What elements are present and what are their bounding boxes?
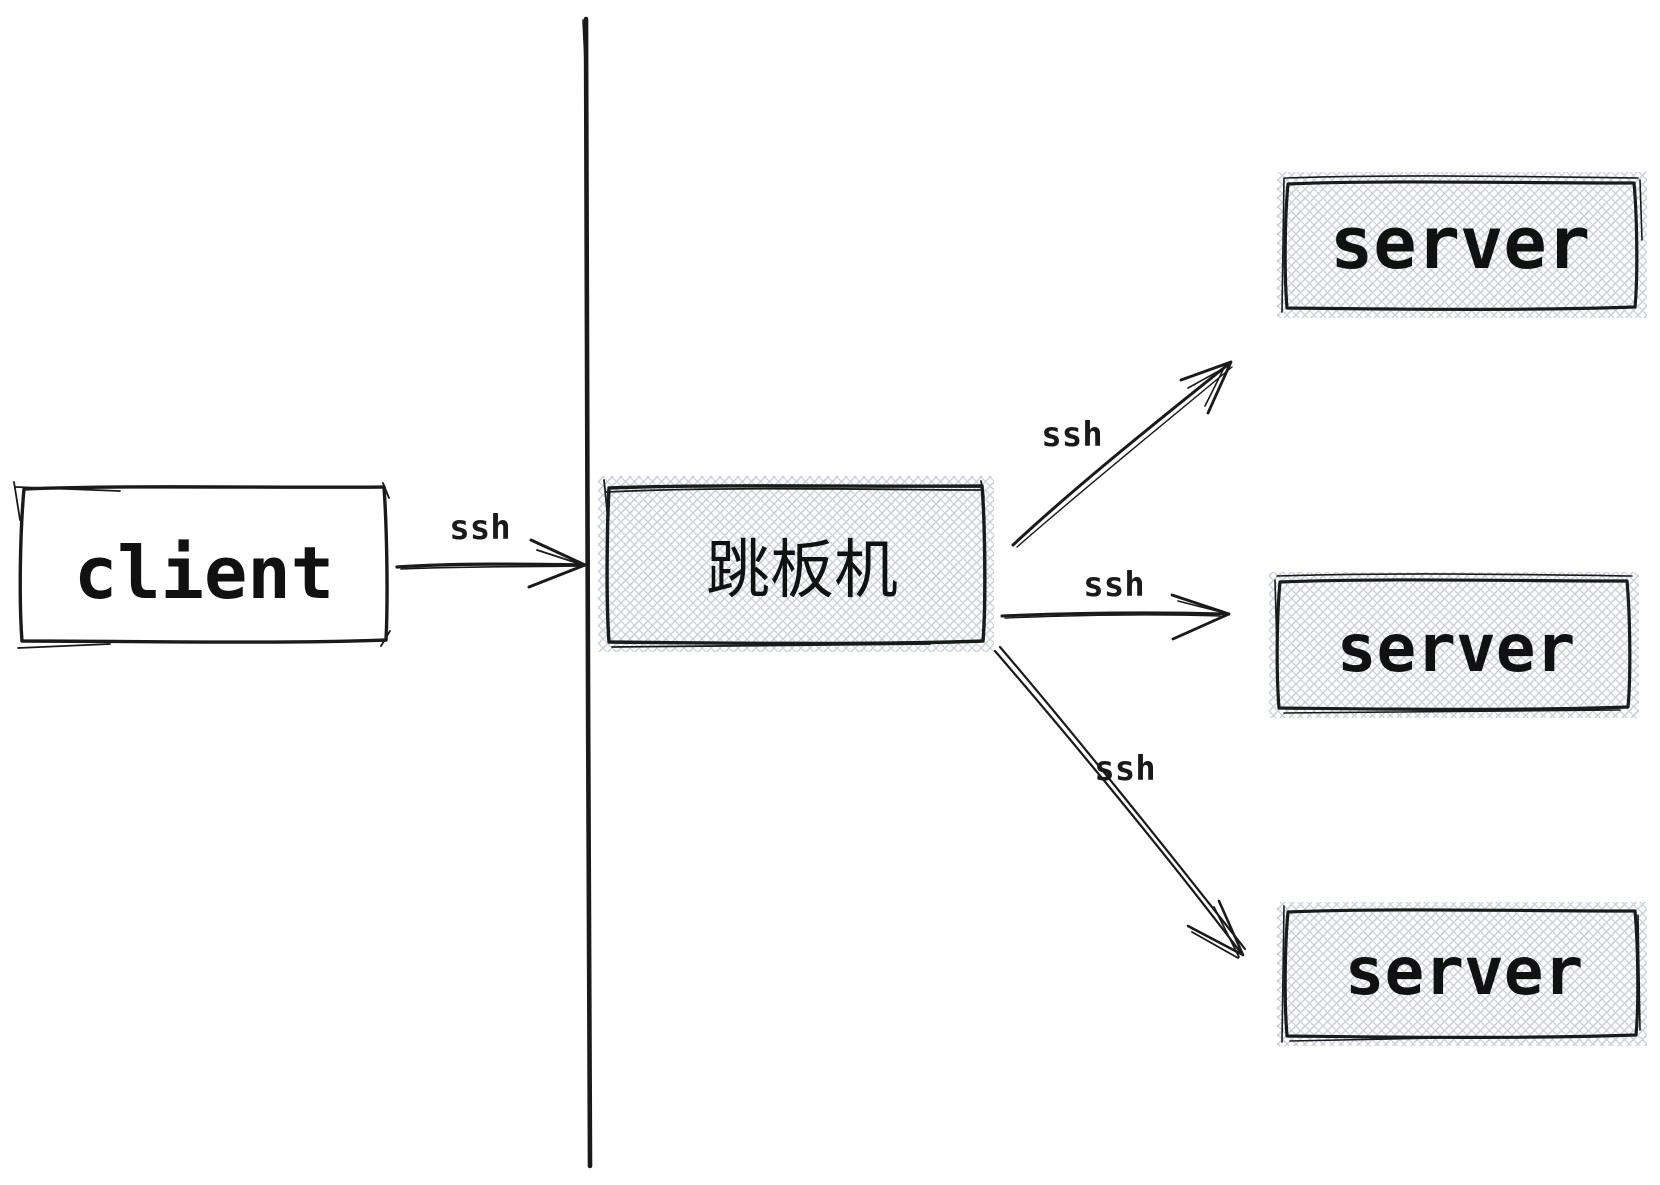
arrowhead-overdraw xyxy=(1177,600,1222,613)
edge-shaft xyxy=(1000,611,1228,618)
edge-shaft xyxy=(993,649,1243,955)
arrowhead-overdraw xyxy=(1187,366,1227,407)
server-node-3-overdraw xyxy=(1281,905,1641,1043)
edge-shaft-overdraw xyxy=(1004,614,1221,619)
server-node-2-box xyxy=(1275,578,1632,711)
arrowhead-overdraw xyxy=(536,549,578,564)
server-node-1-label: server xyxy=(1330,201,1590,285)
server-node-2: server xyxy=(1269,572,1639,718)
client-node-label: client xyxy=(74,531,334,615)
edge-shaft-overdraw xyxy=(400,565,579,570)
server-node-3: server xyxy=(1277,902,1647,1046)
ssh-edge-label-1: ssh xyxy=(449,508,510,548)
ssh-edge-label-3: ssh xyxy=(1083,565,1144,605)
server-node-1-hatch xyxy=(1277,172,1647,318)
jump-server-node: 跳板机 xyxy=(598,476,994,652)
arrowhead xyxy=(1179,360,1233,415)
server-node-2-hatch xyxy=(1269,572,1639,718)
server-node-2-overdraw xyxy=(1274,573,1633,714)
boundary-line-overdraw xyxy=(582,19,586,63)
server-node-3-label: server xyxy=(1345,933,1583,1010)
edge-shaft xyxy=(395,562,586,569)
arrowhead xyxy=(1186,899,1245,957)
ssh-edge-jump-server-to-server-3: ssh xyxy=(993,645,1247,959)
ssh-edge-jump-server-to-server-1: ssh xyxy=(1011,360,1233,548)
ssh-edge-client-to-jump-server: ssh xyxy=(395,508,587,589)
jump-server-node-label: 跳板机 xyxy=(706,534,898,608)
boundary-line-stroke xyxy=(583,16,593,1169)
client-node-box xyxy=(18,485,389,644)
server-node-1-box xyxy=(1283,180,1639,311)
server-node-3-box xyxy=(1283,908,1640,1039)
edge-shaft-overdraw xyxy=(998,645,1247,951)
edge-shaft xyxy=(1011,361,1232,547)
ssh-edge-jump-server-to-server-2: ssh xyxy=(1000,565,1231,641)
jump-server-node-box xyxy=(605,484,987,646)
ssh-edge-label-4: ssh xyxy=(1094,749,1155,789)
server-node-2-label: server xyxy=(1337,610,1575,687)
network-boundary-line xyxy=(582,16,593,1169)
server-node-3-hatch xyxy=(1277,902,1647,1046)
jump-server-node-overdraw xyxy=(603,479,985,648)
edge-shaft-overdraw xyxy=(1016,366,1233,548)
server-node-1-overdraw xyxy=(1281,175,1643,313)
arrowhead xyxy=(527,538,587,589)
jump-server-node-hatch xyxy=(598,476,994,652)
client-node: client xyxy=(13,481,391,649)
ssh-edge-label-2: ssh xyxy=(1041,415,1102,455)
arrowhead-overdraw xyxy=(1191,906,1240,959)
server-node-1: server xyxy=(1277,172,1647,318)
client-node-overdraw xyxy=(13,481,391,649)
